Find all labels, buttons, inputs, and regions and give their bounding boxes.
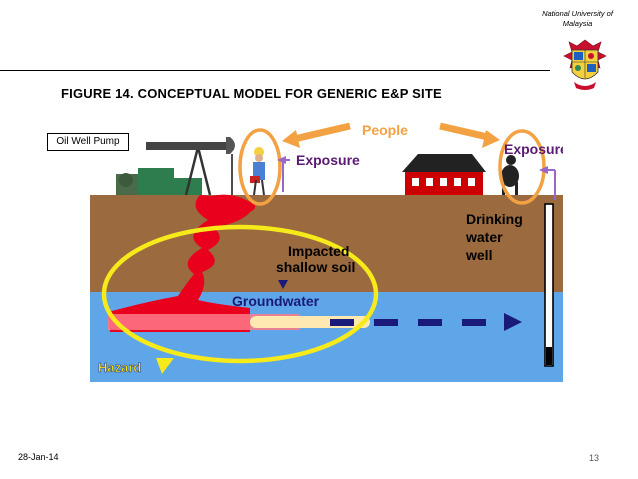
impacted-label-2: shallow soil [276, 259, 355, 275]
impacted-label-1: Impacted [288, 243, 349, 259]
worker-icon [250, 147, 265, 196]
people-label: People [362, 122, 408, 138]
institution-line-1: National University of [542, 9, 613, 18]
institution-name: National University of Malaysia [520, 9, 635, 29]
exposure-circle-worker [238, 128, 282, 206]
drinking-label-1: Drinking [466, 211, 523, 227]
exposure-arrow-left [277, 156, 290, 192]
exposure-label-left: Exposure [296, 152, 360, 168]
exposure-arrow-right [539, 166, 556, 200]
figure-title: FIGURE 14. CONCEPTUAL MODEL FOR GENERIC … [61, 86, 442, 101]
drinking-label-2: water [465, 229, 503, 245]
oil-well-pump-callout: Oil Well Pump [47, 133, 129, 151]
drinking-label-3: well [465, 247, 492, 263]
exposure-circle-well [498, 129, 546, 205]
conceptual-model-diagram: People Exposure Exposure Drinking water … [90, 122, 563, 382]
hazard-label: Hazard [98, 360, 141, 375]
groundwater-flow-arrow [330, 313, 522, 331]
header-rule [0, 70, 550, 71]
pump-jack-icon [116, 137, 235, 196]
footer-date: 28-Jan-14 [18, 452, 59, 462]
impacted-soil-pointer [278, 280, 288, 289]
hazard-ellipse [101, 224, 379, 364]
institution-line-2: Malaysia [562, 19, 593, 28]
hazard-pointer [156, 358, 174, 374]
people-arrow-right [482, 130, 500, 148]
university-crest-icon [563, 39, 607, 90]
house-icon [402, 154, 486, 195]
page-number: 13 [589, 453, 600, 463]
exposure-label-right: Exposure [504, 141, 563, 157]
well-pipe-icon [544, 203, 554, 367]
groundwater-label: Groundwater [232, 293, 320, 309]
people-arrow-left [282, 130, 300, 148]
